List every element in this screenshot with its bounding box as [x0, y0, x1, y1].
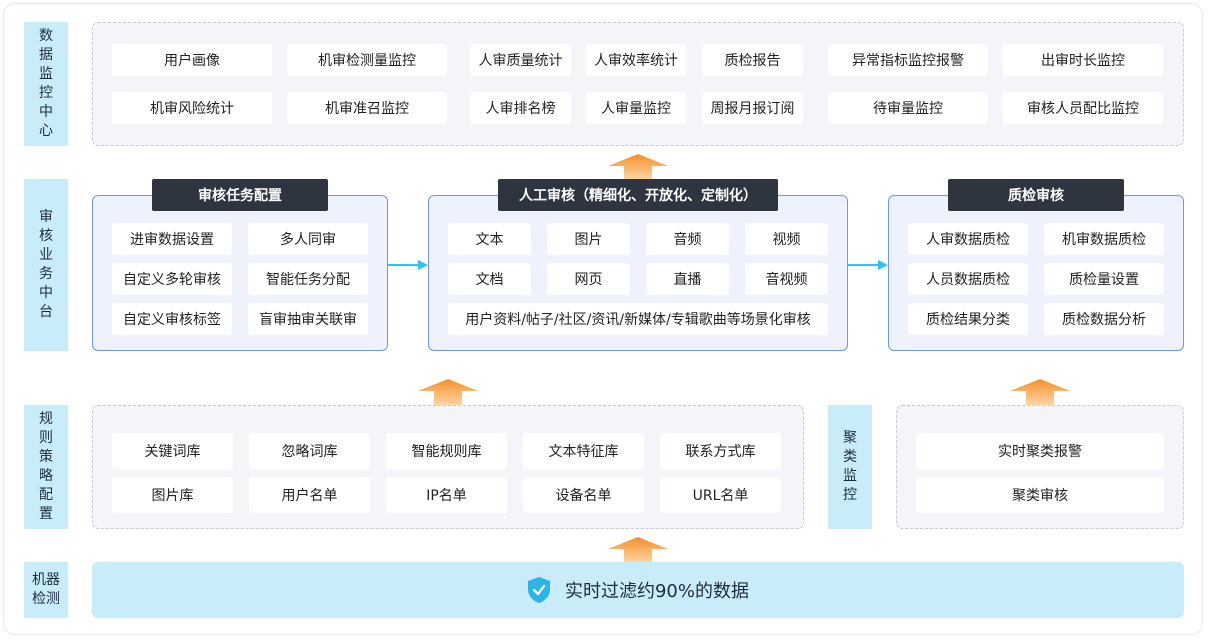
qc-item: 人员数据质检 — [908, 263, 1028, 295]
up-arrow-icon — [1010, 379, 1070, 405]
up-arrow-icon — [608, 154, 668, 180]
monitor-item: 机审准召监控 — [287, 92, 447, 124]
qc-panel: 人审数据质检 机审数据质检 人员数据质检 质检量设置 质检结果分类 质检数据分析 — [888, 195, 1184, 351]
monitor-item: 周报月报订阅 — [702, 92, 803, 124]
row-label-machine: 机器检测 — [24, 562, 68, 618]
manual-review-panel: 文本 图片 音频 视频 文档 网页 直播 音视频 用户资料/帖子/社区/资讯/新… — [428, 195, 848, 351]
rule-item: 联系方式库 — [660, 433, 781, 469]
rule-item: 忽略词库 — [249, 433, 370, 469]
machine-detection-bar: 实时过滤约90%的数据 — [92, 562, 1184, 618]
monitor-item: 用户画像 — [112, 44, 272, 76]
qc-title: 质检审核 — [948, 179, 1124, 211]
row-label-platform: 审核业务中台 — [24, 179, 68, 351]
cluster-item: 聚类审核 — [916, 477, 1164, 513]
row-label-rules: 规则策略配置 — [24, 405, 68, 529]
monitor-item: 人审效率统计 — [586, 44, 686, 76]
cluster-panel: 实时聚类报警 聚类审核 — [896, 405, 1184, 529]
monitor-item: 出审时长监控 — [1003, 44, 1163, 76]
monitor-item: 待审量监控 — [828, 92, 988, 124]
flow-arrow-icon — [388, 260, 428, 270]
task-config-panel: 进审数据设置 多人同审 自定义多轮审核 智能任务分配 自定义审核标签 盲审抽审关… — [92, 195, 388, 351]
task-config-title: 审核任务配置 — [152, 179, 328, 211]
monitor-item: 人审量监控 — [586, 92, 686, 124]
manual-item: 网页 — [547, 263, 630, 295]
monitor-item: 人审质量统计 — [470, 44, 571, 76]
task-item: 智能任务分配 — [248, 263, 368, 295]
task-item: 进审数据设置 — [112, 223, 232, 255]
monitor-item: 审核人员配比监控 — [1003, 92, 1163, 124]
qc-item: 质检量设置 — [1044, 263, 1164, 295]
monitor-item: 人审排名榜 — [470, 92, 571, 124]
monitor-item: 机审风险统计 — [112, 92, 272, 124]
rule-item: URL名单 — [660, 477, 781, 513]
cluster-item: 实时聚类报警 — [916, 433, 1164, 469]
qc-item: 人审数据质检 — [908, 223, 1028, 255]
machine-detection-text: 实时过滤约90%的数据 — [564, 581, 749, 602]
rule-item: 设备名单 — [523, 477, 644, 513]
manual-wide-item: 用户资料/帖子/社区/资讯/新媒体/专辑歌曲等场景化审核 — [448, 303, 828, 335]
row-label-text: 聚类监控 — [843, 430, 857, 503]
manual-item: 音频 — [646, 223, 729, 255]
task-item: 自定义多轮审核 — [112, 263, 232, 295]
rule-item: 用户名单 — [249, 477, 370, 513]
manual-review-title: 人工审核（精细化、开放化、定制化） — [498, 179, 778, 211]
monitor-item: 异常指标监控报警 — [828, 44, 988, 76]
monitor-panel: 用户画像 机审检测量监控 人审质量统计 人审效率统计 质检报告 异常指标监控报警… — [92, 22, 1184, 146]
rule-item: 关键词库 — [112, 433, 233, 469]
manual-item: 视频 — [745, 223, 828, 255]
rule-item: 智能规则库 — [386, 433, 507, 469]
row-label-cluster: 聚类监控 — [828, 405, 872, 529]
rules-panel: 关键词库 忽略词库 智能规则库 文本特征库 联系方式库 图片库 用户名单 IP名… — [92, 405, 804, 529]
qc-item: 质检数据分析 — [1044, 303, 1164, 335]
task-item: 多人同审 — [248, 223, 368, 255]
manual-item: 直播 — [646, 263, 729, 295]
task-item: 盲审抽审关联审 — [248, 303, 368, 335]
shield-check-icon — [527, 577, 550, 603]
qc-item: 质检结果分类 — [908, 303, 1028, 335]
up-arrow-icon — [608, 537, 668, 563]
row-label-text: 机器检测 — [32, 572, 60, 607]
monitor-item: 机审检测量监控 — [287, 44, 447, 76]
rule-item: IP名单 — [386, 477, 507, 513]
monitor-item: 质检报告 — [702, 44, 803, 76]
row-label-text: 审核业务中台 — [39, 209, 53, 320]
row-label-text: 规则策略配置 — [39, 411, 53, 522]
up-arrow-icon — [418, 379, 478, 405]
qc-item: 机审数据质检 — [1044, 223, 1164, 255]
manual-item: 文本 — [448, 223, 531, 255]
task-item: 自定义审核标签 — [112, 303, 232, 335]
rule-item: 文本特征库 — [523, 433, 644, 469]
flow-arrow-icon — [848, 260, 888, 270]
rule-item: 图片库 — [112, 477, 233, 513]
manual-item: 音视频 — [745, 263, 828, 295]
row-label-monitor: 数据监控中心 — [24, 22, 68, 146]
row-label-text: 数据监控中心 — [39, 28, 53, 139]
manual-item: 图片 — [547, 223, 630, 255]
manual-item: 文档 — [448, 263, 531, 295]
